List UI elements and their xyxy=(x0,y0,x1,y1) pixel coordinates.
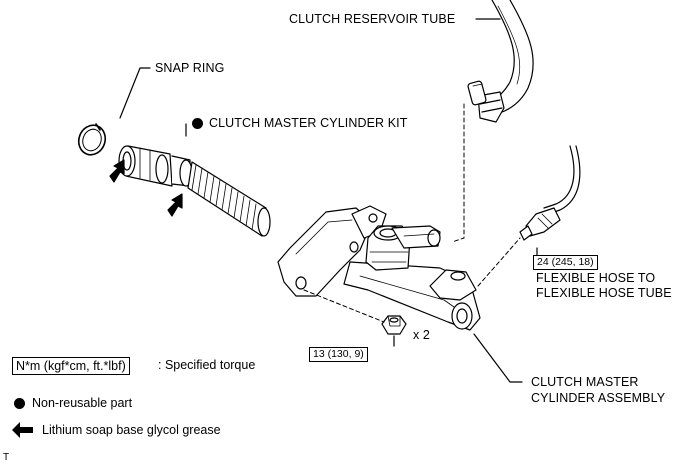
grease-arrow-1 xyxy=(109,159,125,183)
snap-ring-label: SNAP RING xyxy=(155,61,225,75)
legend-non-reusable-icon xyxy=(14,398,25,409)
assembly-label-line2: CYLINDER ASSEMBLY xyxy=(531,391,666,405)
grease-arrow-icon xyxy=(12,422,33,438)
master-cylinder-body xyxy=(277,205,481,331)
flexible-hose-label-line1: FLEXIBLE HOSE TO xyxy=(536,271,656,285)
legend-torque-text: : Specified torque xyxy=(158,358,256,372)
master-cylinder-kit xyxy=(118,145,271,237)
bolt-quantity: x 2 xyxy=(413,328,430,342)
flexible-hose xyxy=(519,145,581,241)
non-reusable-icon xyxy=(192,118,203,129)
bolt-connection-line xyxy=(303,289,385,323)
assembly-label-line1: CLUTCH MASTER xyxy=(531,375,639,389)
flexible-hose-label-line2: FLEXIBLE HOSE TUBE xyxy=(536,286,672,300)
reservoir-connection-line xyxy=(451,103,465,243)
grease-arrow-2 xyxy=(167,193,183,217)
assembly-leader xyxy=(473,333,523,383)
legend-grease-text: Lithium soap base glycol grease xyxy=(42,423,221,437)
bolt-torque: 13 (130, 9) xyxy=(309,347,368,362)
flexible-hose-torque: 24 (245, 18) xyxy=(533,255,598,270)
hose-clip xyxy=(467,80,505,123)
hose-connection-line xyxy=(477,237,521,287)
corner-mark: T xyxy=(3,452,10,463)
legend-non-reusable-text: Non-reusable part xyxy=(32,396,133,410)
snap-ring xyxy=(77,123,107,156)
mounting-bolt xyxy=(381,315,407,335)
snap-ring-leader xyxy=(119,67,151,119)
master-cylinder-kit-label: CLUTCH MASTER CYLINDER KIT xyxy=(209,116,408,130)
legend-torque-box: N*m (kgf*cm, ft.*lbf) xyxy=(12,357,130,375)
reservoir-tube-label: CLUTCH RESERVOIR TUBE xyxy=(289,12,456,26)
